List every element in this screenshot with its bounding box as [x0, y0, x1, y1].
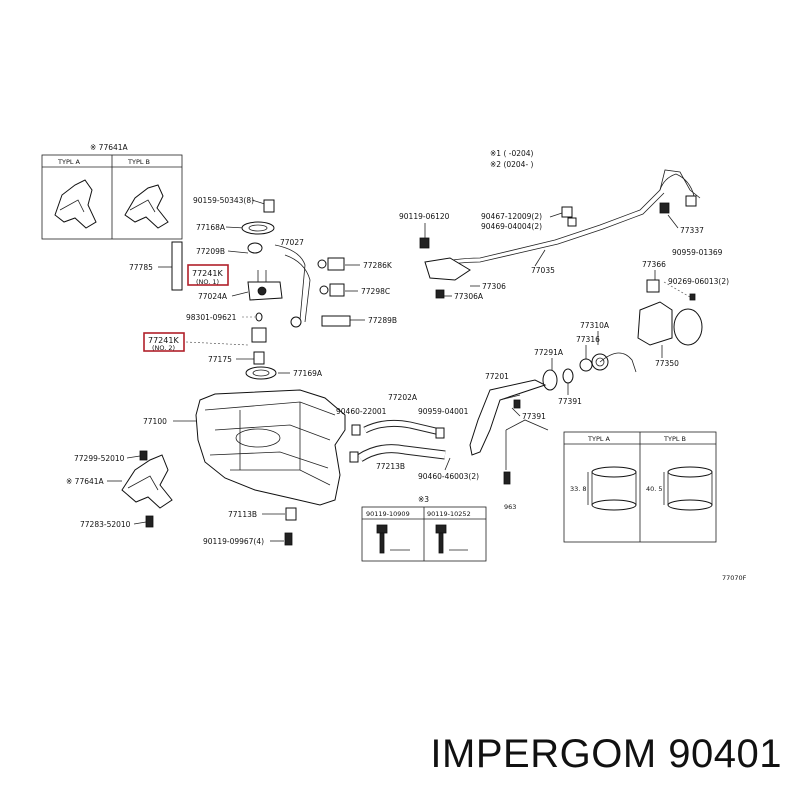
filler-pipe-77201 [469, 379, 547, 456]
inset-typl-left: ※ 77641A TYPL A TYPL B [41, 143, 183, 240]
callout-77391: 77391 [522, 412, 546, 421]
fuel-tank-77100: 77100 [143, 389, 346, 506]
callout-77213b: 77213B [376, 462, 405, 471]
dimension-b: 40. 5 [646, 485, 663, 493]
callout-77169a: 77169A [293, 369, 323, 378]
callout-77306: 77306 [482, 282, 506, 291]
callout-90467: 90467-12009(2) [481, 212, 542, 221]
callout-77024a: 77024A [198, 292, 228, 301]
typ-a-left-label: TYPL A [57, 158, 81, 166]
fuel-tank-shell [195, 389, 346, 506]
gasket-ring [241, 221, 275, 235]
filter-77241k [251, 327, 267, 343]
callout-77316: 77316 [576, 335, 600, 344]
callout-90460-46003: 90460-46003(2) [418, 472, 479, 481]
gasket-77169a [245, 366, 277, 380]
callout-77350: 77350 [655, 359, 679, 368]
typ-a-right-label: TYPL A [587, 435, 611, 443]
callout-77298c: 77298C [361, 287, 390, 296]
legend-1: ※1 ( -0204) [490, 149, 534, 158]
callout-90959: 90959-04001 [418, 407, 469, 416]
bottom-left-protector: 77299-52010 ※ 77641A 77283-52010 77113B … [66, 450, 297, 546]
callout-77366: 77366 [642, 260, 666, 269]
sender-gauge-cluster: 90159-50343(8) 77168A 77027 77209B 77785… [129, 196, 323, 380]
filler-pipe-assembly: 77310A 77316 77291A 77391 77201 77391 96… [469, 321, 637, 511]
callout-77289b: 77289B [368, 316, 397, 325]
callout-90119-10252: 90119-10252 [427, 510, 471, 518]
callout-90959-01369: 90959-01369 [672, 248, 723, 257]
typ-b-left-label: TYPL B [127, 158, 150, 166]
fuel-lid-hinge [637, 301, 673, 346]
callout-77202a: 77202A [388, 393, 418, 402]
filler-hoses: 90460-22001 77202A 90959-04001 77213B 90… [336, 393, 479, 481]
dimension-table: TYPL A TYPL B 33. 8 40. 5 [563, 431, 717, 543]
cap-tether [599, 352, 637, 373]
callout-77283: 77283-52010 [80, 520, 131, 529]
callout-77201: 77201 [485, 372, 509, 381]
callout-98301: 98301-09621 [186, 313, 237, 322]
callout-90469: 90469-04004(2) [481, 222, 542, 231]
callout-77291a: 77291A [534, 348, 564, 357]
typ-b-right-label: TYPL B [663, 435, 686, 443]
bracket-77785 [171, 241, 183, 291]
gasket-77291a [542, 369, 558, 391]
callout-77641a-bottom: ※ 77641A [66, 477, 105, 486]
callout-77113b: 77113B [228, 510, 257, 519]
callout-77286k: 77286K [363, 261, 393, 270]
legend-2: ※2 (0204- ) [490, 160, 534, 169]
callout-90269: 90269-06013(2) [668, 277, 729, 286]
highlight-box-77241k-2 [143, 332, 185, 352]
callout-90159: 90159-50343(8) [193, 196, 254, 205]
callout-77209b: 77209B [196, 247, 225, 256]
fuel-lid-assembly: 77366 90269-06013(2) 77350 [637, 260, 729, 368]
callout-77785: 77785 [129, 263, 153, 272]
top-right-cable: ※1 ( -0204) ※2 (0204- ) 90119-06120 9046… [399, 149, 723, 301]
callout-77306a: 77306A [454, 292, 484, 301]
callout-3-mark: ※3 [418, 495, 429, 504]
callout-77299: 77299-52010 [74, 454, 125, 463]
callout-77175: 77175 [208, 355, 232, 364]
callout-963: 963 [504, 503, 516, 511]
callout-90119-06120: 90119-06120 [399, 212, 450, 221]
diagram-code: 77070F [722, 574, 747, 582]
callout-90460-22001: 90460-22001 [336, 407, 387, 416]
callout-77641a-top: ※ 77641A [90, 143, 129, 152]
protector-typ-b [124, 184, 169, 229]
highlight-box-77241k-1 [187, 264, 229, 286]
dimension-a: 33. 8 [570, 485, 587, 493]
callout-90119-09967: 90119-09967(4) [203, 537, 264, 546]
callout-77241k-1: 77241K [192, 269, 223, 278]
brand-part-number: IMPERGOM 90401 [430, 732, 782, 776]
callout-77035: 77035 [531, 266, 555, 275]
callout-90119-10909: 90119-10909 [366, 510, 410, 518]
opener-lever [424, 257, 471, 281]
callout-77241k-2: 77241K [148, 336, 179, 345]
callout-77241k-1-sub: (NO. 1) [196, 278, 219, 286]
callout-77310a: 77310A [580, 321, 610, 330]
callout-77391b: 77391 [558, 397, 582, 406]
callout-77027: 77027 [280, 238, 304, 247]
protector-typ-a [54, 179, 97, 229]
callout-77100: 77100 [143, 417, 167, 426]
fuel-lid-77350 [673, 308, 703, 346]
callout-77337: 77337 [680, 226, 704, 235]
protector-77641a [121, 454, 173, 509]
sender-wire [274, 244, 306, 321]
callout-77168a: 77168A [196, 223, 226, 232]
callout-77241k-2-sub: (NO. 2) [152, 344, 175, 352]
bolt-table: ※3 90119-10909 90119-10252 [361, 495, 487, 562]
hose-clips: 77286K 77298C 77289B [290, 257, 397, 328]
